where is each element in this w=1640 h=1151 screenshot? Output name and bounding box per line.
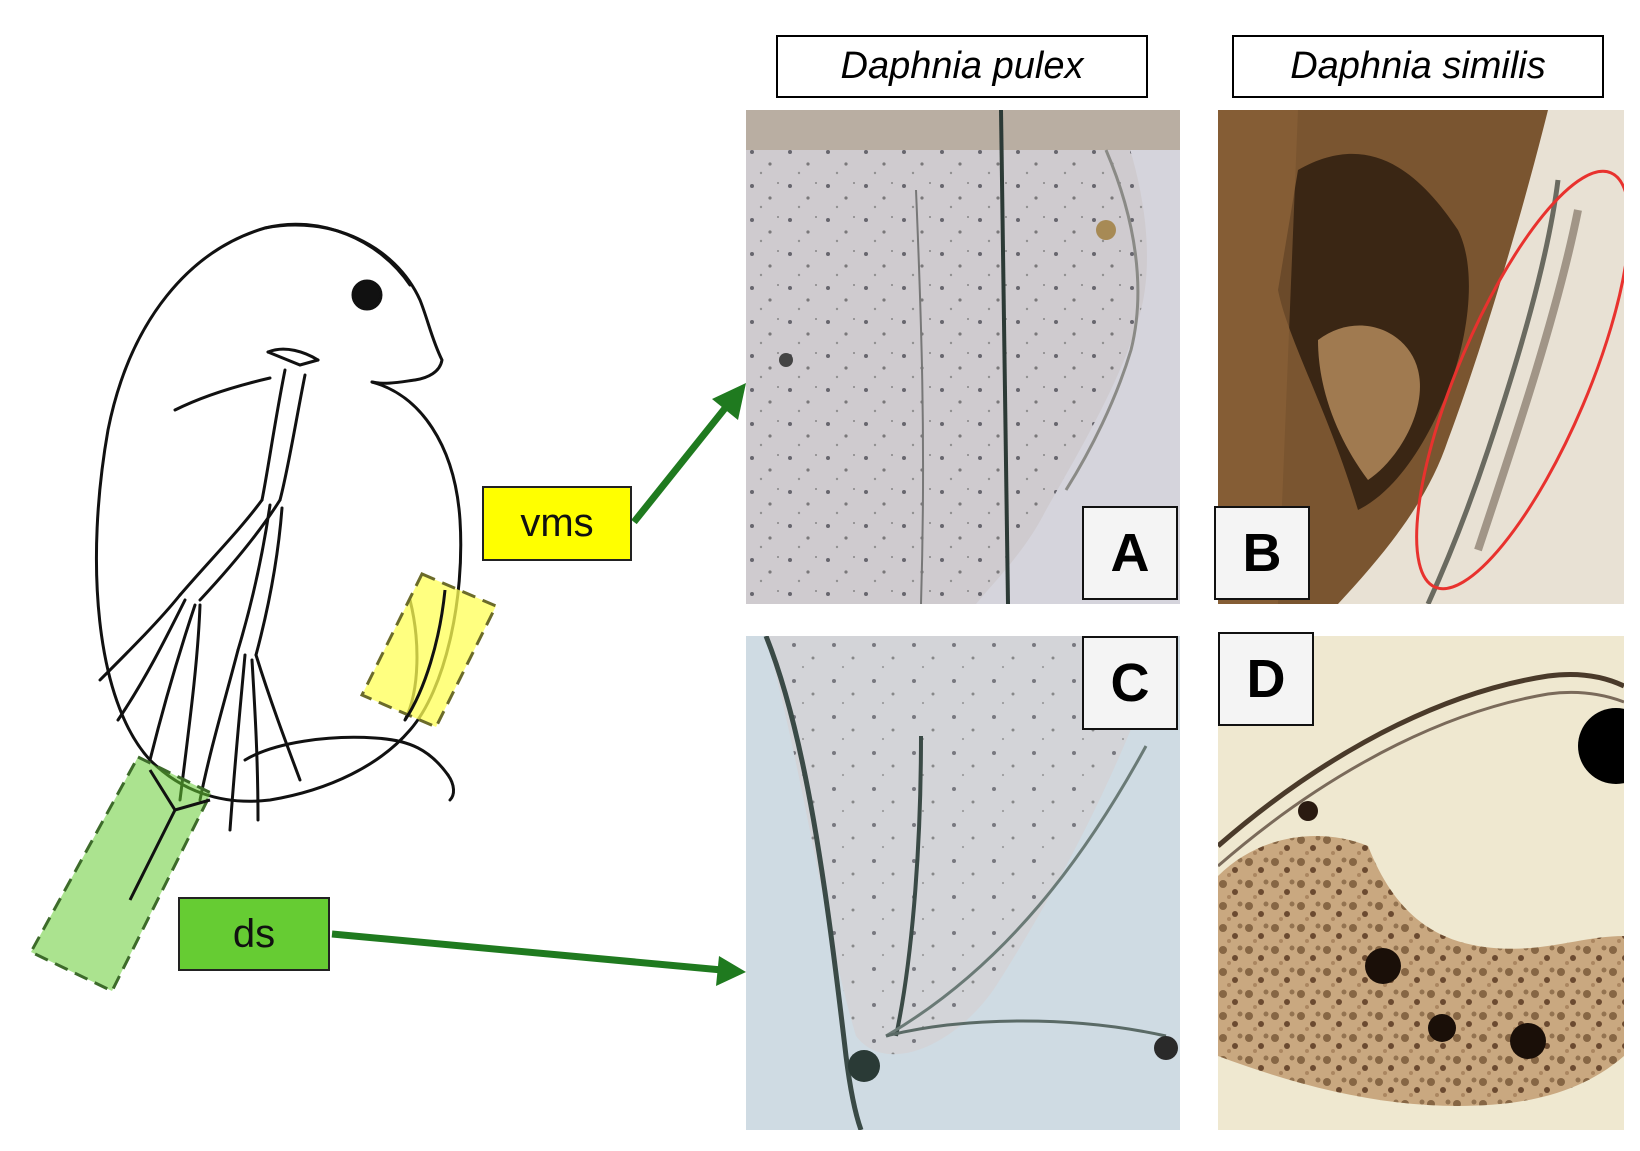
vms-highlight-region [359,572,499,729]
micrograph-panel-b [1218,110,1624,604]
panel-label-d: D [1218,632,1314,726]
ds-callout-label: ds [178,897,330,971]
vms-arrow [631,383,746,525]
ds-arrow [331,930,746,986]
species-header-daphnia-similis: Daphnia similis [1232,35,1604,98]
panel-label-a: A [1082,506,1178,600]
vms-callout-label: vms [482,486,632,561]
species-header-daphnia-pulex: Daphnia pulex [776,35,1148,98]
panel-label-c: C [1082,636,1178,730]
highlight-ellipse [1415,169,1624,591]
ds-highlight-region [28,755,214,993]
panel-label-b: B [1214,506,1310,600]
daphnia-outline-drawing [94,222,463,832]
